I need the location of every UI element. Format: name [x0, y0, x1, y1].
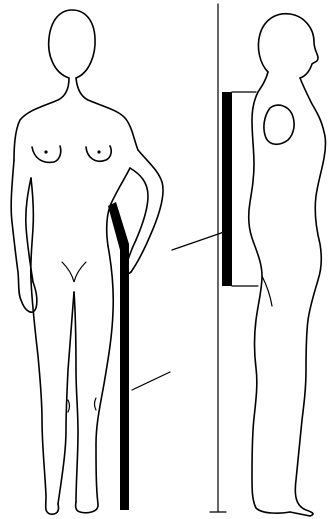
side-head-outline [258, 14, 318, 78]
front-pubic-line [62, 262, 86, 282]
front-left-leg-outer [31, 280, 59, 514]
front-head-outline [49, 10, 95, 78]
side-arm-outline [264, 105, 294, 144]
front-posture-board [108, 202, 129, 510]
front-right-leg-outer [76, 246, 114, 513]
front-torso-left [31, 178, 34, 280]
front-neck-shoulder-line-right [76, 78, 138, 150]
front-left-leg-inner [58, 292, 74, 504]
side-indicator-line [132, 372, 170, 390]
front-breast-left [32, 146, 61, 162]
front-knee-right [95, 398, 97, 410]
side-hip-line [262, 276, 272, 306]
front-right-leg-inner [74, 292, 78, 502]
side-front-outline [290, 78, 326, 516]
front-left-arm-outer [11, 160, 21, 300]
front-right-arm-inner [130, 168, 148, 240]
front-breast-right [86, 146, 111, 161]
side-posture-board [222, 92, 232, 286]
front-left-hand [21, 282, 37, 312]
side-view-figure [249, 14, 326, 516]
front-indicator-line [172, 232, 224, 250]
front-right-arm-outer [131, 150, 163, 272]
front-knee-left [68, 400, 70, 412]
front-nipple-left [44, 150, 47, 153]
front-view-figure [11, 10, 163, 514]
front-nipple-right [97, 150, 100, 153]
